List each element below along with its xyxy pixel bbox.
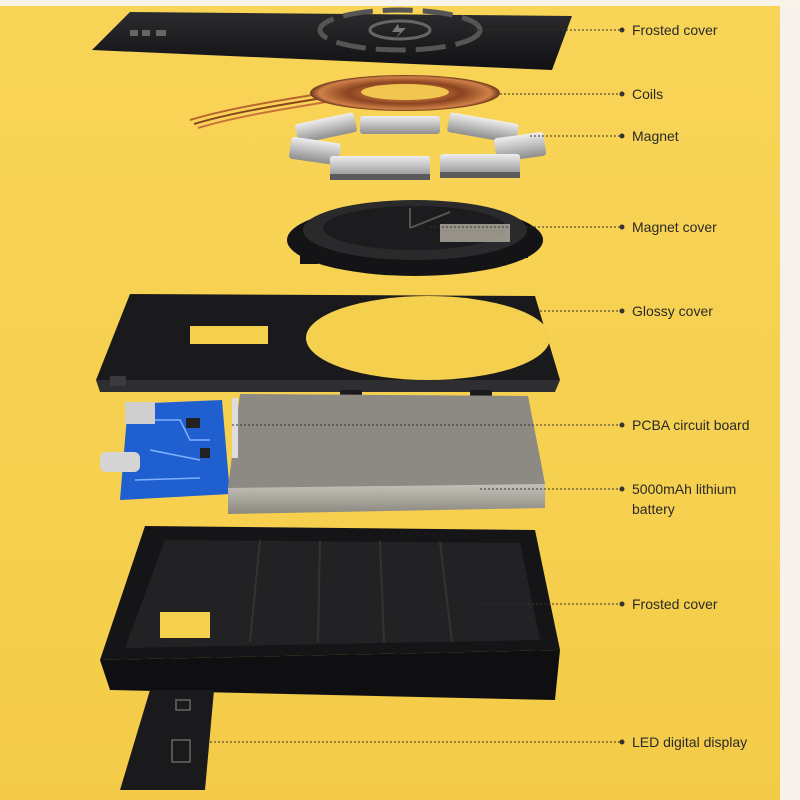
glossy-cover-part [96,294,560,402]
label-frosted-cover-bottom: Frosted cover [632,596,718,612]
parts-illustration [92,7,625,790]
label-coils: Coils [632,86,664,102]
frosted-cover-bottom-part [100,526,560,700]
label-lithium-battery: 5000mAh lithium battery [632,481,737,517]
label-frosted-cover-top: Frosted cover [632,22,718,38]
label-magnet: Magnet [632,128,679,144]
label-glossy-cover: Glossy cover [632,303,713,319]
usb-port-icon [125,402,155,424]
leader-lines [210,29,620,743]
usb-c-port-icon [100,452,140,472]
label-led-digital-display: LED digital display [632,734,748,750]
top-strip [0,0,800,6]
magnet-part [288,112,547,180]
magnet-cover-part [287,200,543,276]
led-display-part [120,690,214,790]
label-pcba-circuit-board: PCBA circuit board [632,417,750,433]
leader-dots [619,27,625,745]
lightning-icon [392,24,406,38]
pcba-part [100,400,230,500]
battery-part [228,394,545,514]
coils-part [189,75,500,129]
label-magnet-cover: Magnet cover [632,219,717,235]
frosted-cover-top-part [92,7,572,70]
